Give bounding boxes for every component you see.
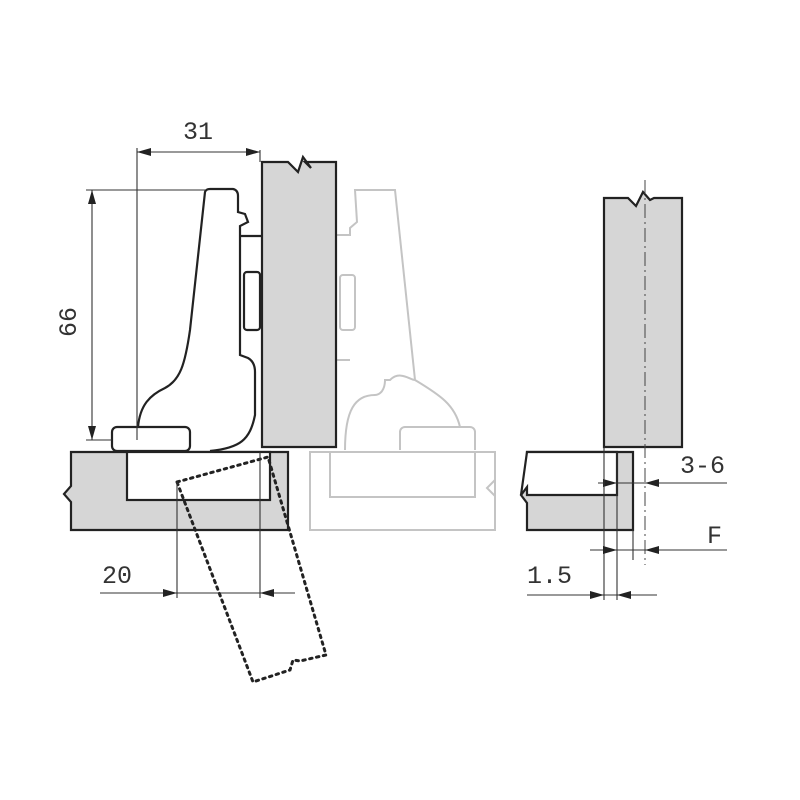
dim-1-5: 1.5 [527, 562, 657, 599]
dim-1-5-label: 1.5 [527, 562, 572, 591]
dim-66-label: 66 [55, 307, 84, 337]
dim-3-6-label: 3-6 [680, 452, 725, 481]
door-panel-right [602, 190, 684, 449]
dim-F: F [590, 447, 727, 600]
side-panel-right [519, 450, 635, 532]
dim-31: 31 [136, 118, 261, 440]
side-panel-left [62, 450, 290, 532]
dim-31-label: 31 [183, 118, 213, 147]
dim-20: 20 [100, 452, 295, 598]
door-panel-left [260, 154, 338, 449]
dim-66: 66 [55, 189, 205, 441]
dim-3-6: 3-6 [598, 452, 727, 487]
dim-20-label: 20 [102, 562, 132, 591]
ghost-open-hinge [309, 189, 496, 531]
door-open-outline [175, 455, 328, 684]
dim-F-label: F [707, 522, 722, 551]
hinge-arm [110, 187, 262, 453]
